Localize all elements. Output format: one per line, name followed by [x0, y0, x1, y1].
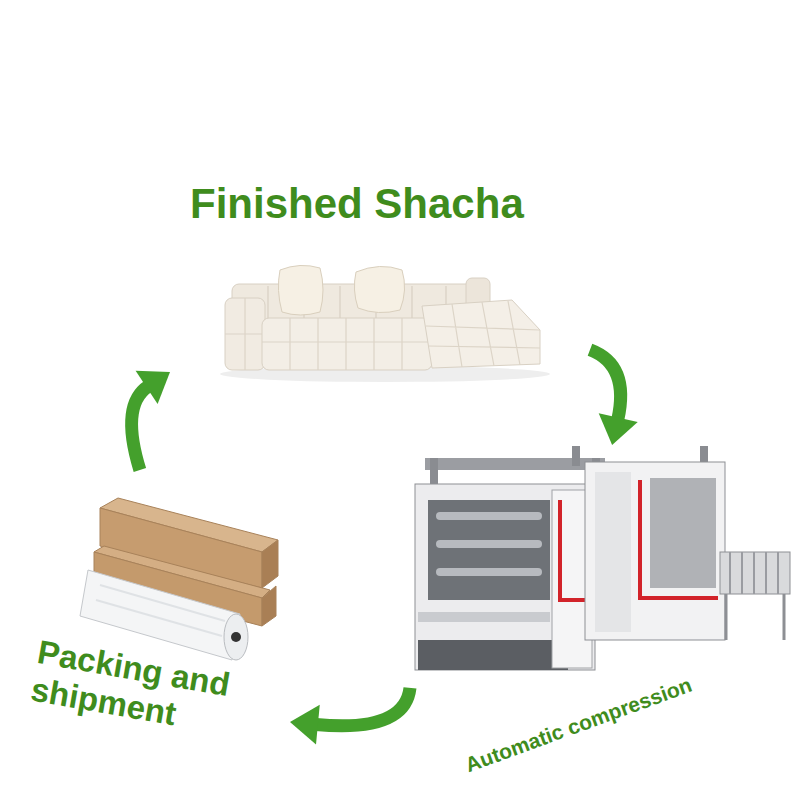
- stage-node: Automatic compression: [410, 445, 795, 790]
- machine-base: [418, 640, 568, 670]
- roll-end: [224, 614, 248, 660]
- sofa-tufts: [225, 298, 265, 370]
- machine-roller: [436, 512, 542, 520]
- package-illustration: [80, 498, 278, 660]
- carton-end: [262, 586, 276, 626]
- machine-cabinet: [585, 462, 725, 640]
- machine-cabinet: [415, 484, 595, 670]
- stage-label: Packing and shipment: [28, 633, 263, 747]
- arrow-head: [136, 371, 170, 404]
- machine-roller: [436, 540, 542, 548]
- stage-label: Automatic compression: [462, 673, 695, 778]
- flow-arrow: [132, 371, 170, 470]
- arrow-head: [599, 413, 638, 445]
- conveyor-rollers: [730, 552, 778, 594]
- machine-panel: [595, 472, 631, 632]
- machine-illustration: [415, 446, 790, 670]
- arrow-shaft: [132, 386, 149, 470]
- sofa-tufts: [426, 301, 540, 367]
- conveyor: [720, 552, 790, 594]
- sofa-pillow: [278, 265, 323, 315]
- arrow-shaft: [590, 350, 621, 420]
- stage-label: Finished Shacha: [190, 180, 524, 228]
- machine-roller: [436, 568, 542, 576]
- roll-wrap: [96, 585, 225, 636]
- carton-end: [262, 540, 278, 588]
- sofa-seat: [262, 318, 432, 370]
- conveyor-legs: [726, 594, 784, 640]
- arrow-shaft: [316, 688, 410, 726]
- machine-frame: [572, 446, 580, 466]
- sofa-pillow: [354, 266, 404, 312]
- machine-opening: [428, 500, 550, 600]
- roll-core: [231, 632, 241, 642]
- machine-tray: [418, 612, 550, 622]
- arrow-head: [290, 705, 320, 745]
- flow-arrow: [290, 688, 410, 745]
- sofa-arm: [225, 298, 265, 370]
- sofa-illustration: [220, 265, 550, 382]
- stage-node: Finished Shacha: [170, 178, 590, 390]
- sofa-tufts: [262, 318, 432, 370]
- flow-arrow: [590, 350, 638, 445]
- stage-node: Packing and shipment: [28, 470, 290, 760]
- sofa-chaise: [422, 300, 540, 368]
- machine-window: [650, 478, 716, 588]
